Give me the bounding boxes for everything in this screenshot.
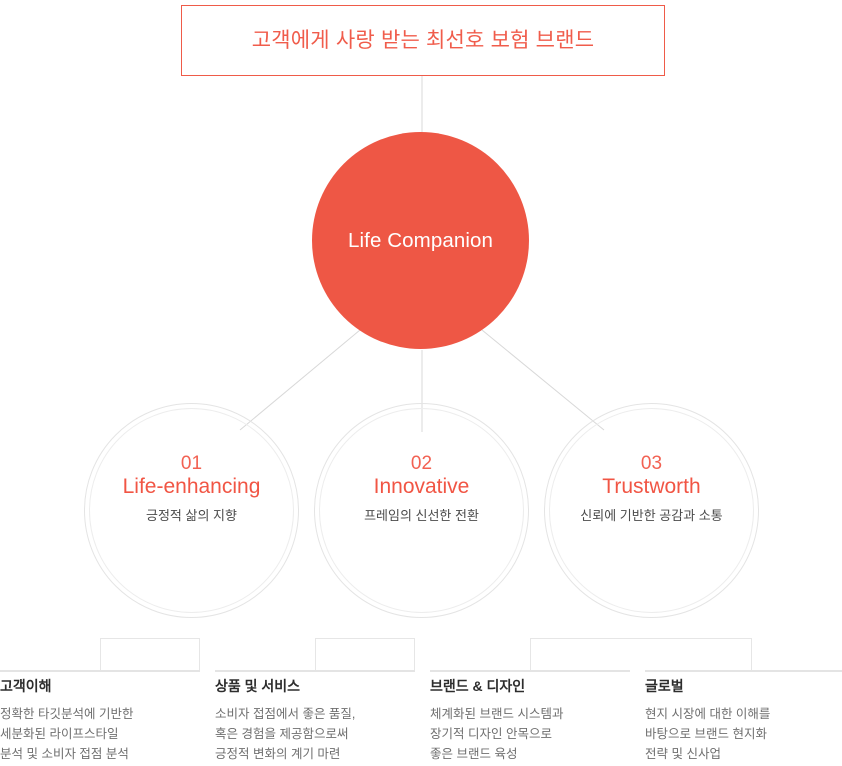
column-title: 고객이해 <box>0 678 52 694</box>
pillar-number: 01 <box>180 453 203 474</box>
column-line: 장기적 디자인 안목으로 <box>430 727 552 742</box>
column-line: 혹은 경험을 제공함으로써 <box>215 727 349 742</box>
pillar-subtitle: 신뢰에 기반한 공감과 소통 <box>580 508 723 524</box>
core-concept-circle: Life Companion <box>312 132 529 349</box>
pillar-circle-03: 03 Trustworth 신뢰에 기반한 공감과 소통 <box>544 403 759 618</box>
column-line: 소비자 접점에서 좋은 품질, <box>215 706 356 721</box>
column-rule-3 <box>645 670 842 672</box>
core-concept-label: Life Companion <box>348 228 493 252</box>
brand-vision-text: 고객에게 사랑 받는 최선호 보험 브랜드 <box>251 29 595 52</box>
connector-core-to-pillar-3 <box>481 329 605 431</box>
column-line: 긍정적 변화의 계기 마련 <box>215 747 341 762</box>
brand-vision-banner: 고객에게 사랑 받는 최선호 보험 브랜드 <box>181 5 665 76</box>
pillar-title: Innovative <box>373 474 470 498</box>
pillar-number: 03 <box>640 453 663 474</box>
bracket-box-right <box>530 638 752 671</box>
column-rule-1 <box>215 670 415 672</box>
column-title: 브랜드 & 디자인 <box>430 678 526 694</box>
detail-column-brand-design: 브랜드 & 디자인 체계화된 브랜드 시스템과 장기적 디자인 안목으로 좋은 … <box>430 678 630 765</box>
pillar-subtitle: 긍정적 삶의 지향 <box>146 508 237 524</box>
column-line: 정확한 타깃분석에 기반한 <box>0 706 134 721</box>
bracket-box-left <box>100 638 200 671</box>
connector-core-to-pillar-1 <box>239 329 361 431</box>
detail-column-global: 글로벌 현지 시장에 대한 이해를 바탕으로 브랜드 현지화 전략 및 신사업 <box>645 678 842 765</box>
pillar-subtitle: 프레임의 신선한 전환 <box>364 508 479 524</box>
column-line: 세분화된 라이프스타일 <box>0 727 119 742</box>
column-line: 현지 시장에 대한 이해를 <box>645 706 771 721</box>
pillar-number: 02 <box>410 453 433 474</box>
column-line: 전략 및 신사업 <box>645 747 721 762</box>
column-line: 바탕으로 브랜드 현지화 <box>645 727 767 742</box>
pillar-circle-02: 02 Innovative 프레임의 신선한 전환 <box>314 403 529 618</box>
column-rule-0 <box>0 670 200 672</box>
pillar-title: Trustworth <box>602 474 701 498</box>
column-line: 좋은 브랜드 육성 <box>430 747 518 762</box>
detail-column-products-services: 상품 및 서비스 소비자 접점에서 좋은 품질, 혹은 경험을 제공함으로써 긍… <box>215 678 415 765</box>
column-line: 체계화된 브랜드 시스템과 <box>430 706 564 721</box>
column-title: 글로벌 <box>645 678 684 694</box>
column-rule-2 <box>430 670 630 672</box>
bracket-box-center <box>315 638 415 671</box>
pillar-title: Life-enhancing <box>122 474 261 498</box>
detail-column-customer-understanding: 고객이해 정확한 타깃분석에 기반한 세분화된 라이프스타일 분석 및 소비자 … <box>0 678 200 765</box>
column-line: 분석 및 소비자 접점 분석 <box>0 747 129 762</box>
column-title: 상품 및 서비스 <box>215 678 301 694</box>
pillar-circle-01: 01 Life-enhancing 긍정적 삶의 지향 <box>84 403 299 618</box>
